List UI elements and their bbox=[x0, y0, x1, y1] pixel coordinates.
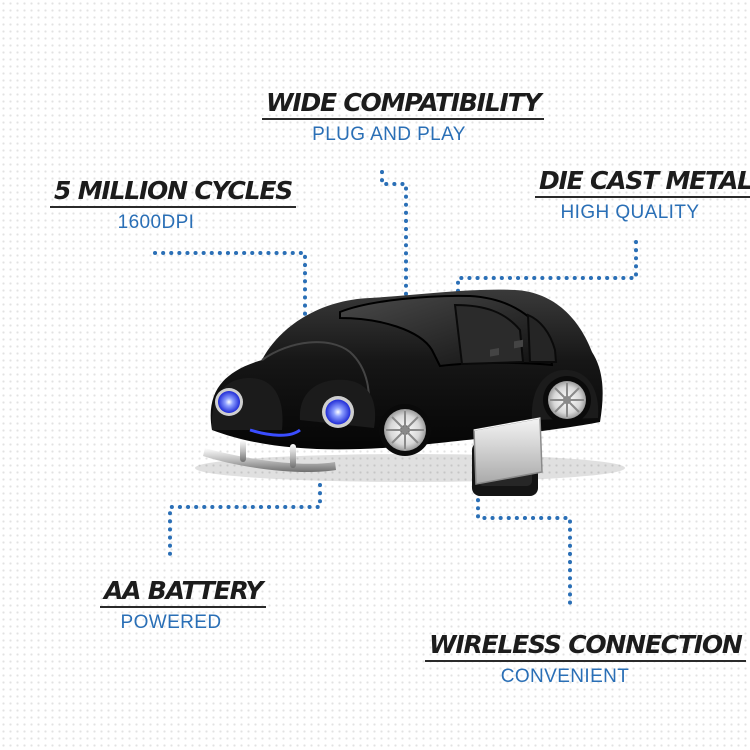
feature-subtitle: POWERED bbox=[120, 612, 222, 633]
leader-line-wide-compatibility bbox=[380, 170, 408, 320]
feature-wide-compatibility: WIDE COMPATIBILITY PLUG AND PLAY bbox=[262, 88, 545, 146]
leader-line-aa-battery bbox=[168, 483, 322, 558]
feature-aa-battery: AA BATTERY POWERED bbox=[100, 576, 267, 634]
feature-subtitle: HIGH QUALITY bbox=[560, 202, 700, 223]
wheel-icon bbox=[543, 376, 591, 424]
headlight-icon bbox=[215, 388, 243, 416]
feature-die-cast-metal: DIE CAST METAL HIGH QUALITY bbox=[535, 166, 750, 224]
car-mouse-image bbox=[195, 289, 625, 482]
feature-title: AA BATTERY bbox=[100, 576, 267, 608]
usb-receiver-image bbox=[472, 339, 543, 496]
feature-title: 5 MILLION CYCLES bbox=[50, 176, 297, 208]
leader-line-five-million-cycles bbox=[153, 251, 307, 322]
feature-wireless-connection: WIRELESS CONNECTION CONVENIENT bbox=[425, 630, 746, 688]
feature-title: WIRELESS CONNECTION bbox=[425, 630, 746, 662]
chrome-bumper bbox=[203, 448, 336, 473]
feature-title: DIE CAST METAL bbox=[535, 166, 750, 198]
feature-five-million-cycles: 5 MILLION CYCLES 1600DPI bbox=[50, 176, 297, 234]
feature-subtitle: PLUG AND PLAY bbox=[312, 124, 466, 145]
feature-subtitle: 1600DPI bbox=[117, 212, 195, 233]
headlight-icon bbox=[322, 396, 354, 428]
feature-title: WIDE COMPATIBILITY bbox=[262, 88, 545, 120]
feature-subtitle: CONVENIENT bbox=[500, 666, 630, 687]
wheel-icon bbox=[379, 404, 431, 456]
leader-line-wireless-connection bbox=[476, 490, 572, 608]
